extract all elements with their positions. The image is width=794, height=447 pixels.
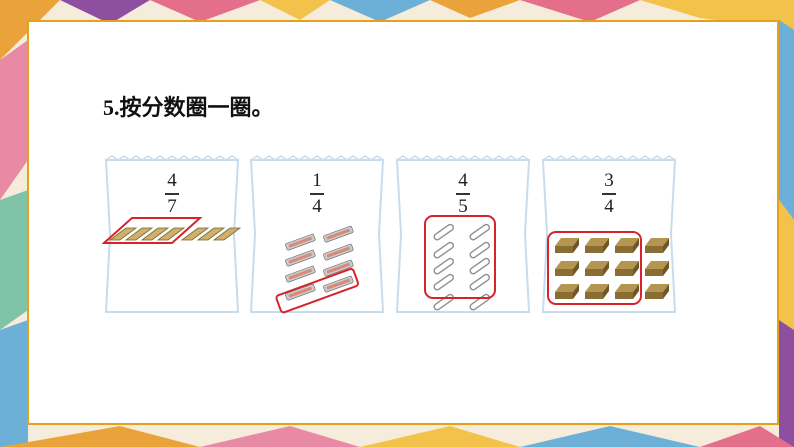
eraser-icon <box>585 261 609 276</box>
ruler-group <box>102 217 242 244</box>
answer-circle <box>275 268 359 314</box>
fraction-numerator: 1 <box>312 170 322 191</box>
ruler-icon <box>156 227 186 241</box>
answer-circle <box>102 217 203 244</box>
fraction-denominator: 7 <box>167 195 177 217</box>
eraser-group <box>547 231 669 305</box>
eraser-icon <box>615 238 639 253</box>
ruler-icon <box>212 227 242 241</box>
pencil-box-group <box>275 225 359 314</box>
pencil-box-icon <box>323 275 354 293</box>
paper-clip-icon <box>469 257 490 275</box>
paper-clip-group <box>424 215 496 311</box>
pencil-box-icon <box>285 233 316 251</box>
fraction: 3 4 <box>539 170 679 218</box>
fraction-bar <box>456 193 470 195</box>
card-paper <box>249 155 385 313</box>
eraser-icon <box>645 284 669 299</box>
ruler-icon <box>196 227 226 241</box>
exercise-number: 5. <box>103 95 120 120</box>
fraction: 4 7 <box>102 170 242 218</box>
fraction-bar <box>310 193 324 195</box>
paper-clip-icon <box>433 241 454 259</box>
ruler-icon <box>180 227 210 241</box>
paper-clip-icon <box>469 241 490 259</box>
exercise-instruction: 按分数圈一圈。 <box>119 95 274 121</box>
eraser-icon <box>555 261 579 276</box>
fraction-numerator: 4 <box>167 170 177 191</box>
paper-clip-icon <box>433 293 454 311</box>
paper-clip-icon <box>469 223 490 241</box>
fraction-card-3: 4 5 <box>393 154 533 316</box>
pencil-box-icon <box>323 225 354 243</box>
paper-clip-icon <box>433 257 454 275</box>
answer-circle <box>547 231 642 305</box>
fraction-bar <box>602 193 616 195</box>
pencil-box-icon <box>285 283 316 301</box>
pencil-box-icon <box>285 249 316 267</box>
eraser-icon <box>645 261 669 276</box>
fraction-numerator: 4 <box>458 170 468 191</box>
ruler-icon <box>108 227 138 241</box>
eraser-icon <box>615 284 639 299</box>
answer-circle <box>424 215 496 299</box>
eraser-icon <box>645 238 669 253</box>
fraction-numerator: 3 <box>604 170 614 191</box>
ruler-icon <box>124 227 154 241</box>
fraction: 4 5 <box>393 170 533 218</box>
fraction-card-2: 1 4 <box>247 154 387 316</box>
pencil-box-icon <box>323 259 354 277</box>
exercise-title: 5.按分数圈一圈。 <box>103 90 274 121</box>
fraction-denominator: 4 <box>312 195 322 217</box>
pencil-box-icon <box>285 265 316 283</box>
fraction: 1 4 <box>247 170 387 218</box>
ruler-icon <box>140 227 170 241</box>
eraser-icon <box>615 261 639 276</box>
paper-clip-icon <box>433 273 454 291</box>
eraser-icon <box>555 284 579 299</box>
fraction-card-1: 4 7 <box>102 154 242 316</box>
eraser-icon <box>585 284 609 299</box>
fraction-denominator: 4 <box>604 195 614 217</box>
fraction-card-4: 3 4 <box>539 154 679 316</box>
paper-clip-icon <box>433 223 454 241</box>
fraction-bar <box>165 193 179 195</box>
paper-clip-icon <box>469 293 490 311</box>
eraser-icon <box>555 238 579 253</box>
eraser-icon <box>585 238 609 253</box>
paper-clip-icon <box>469 273 490 291</box>
pencil-box-icon <box>323 243 354 261</box>
fraction-denominator: 5 <box>458 195 468 217</box>
